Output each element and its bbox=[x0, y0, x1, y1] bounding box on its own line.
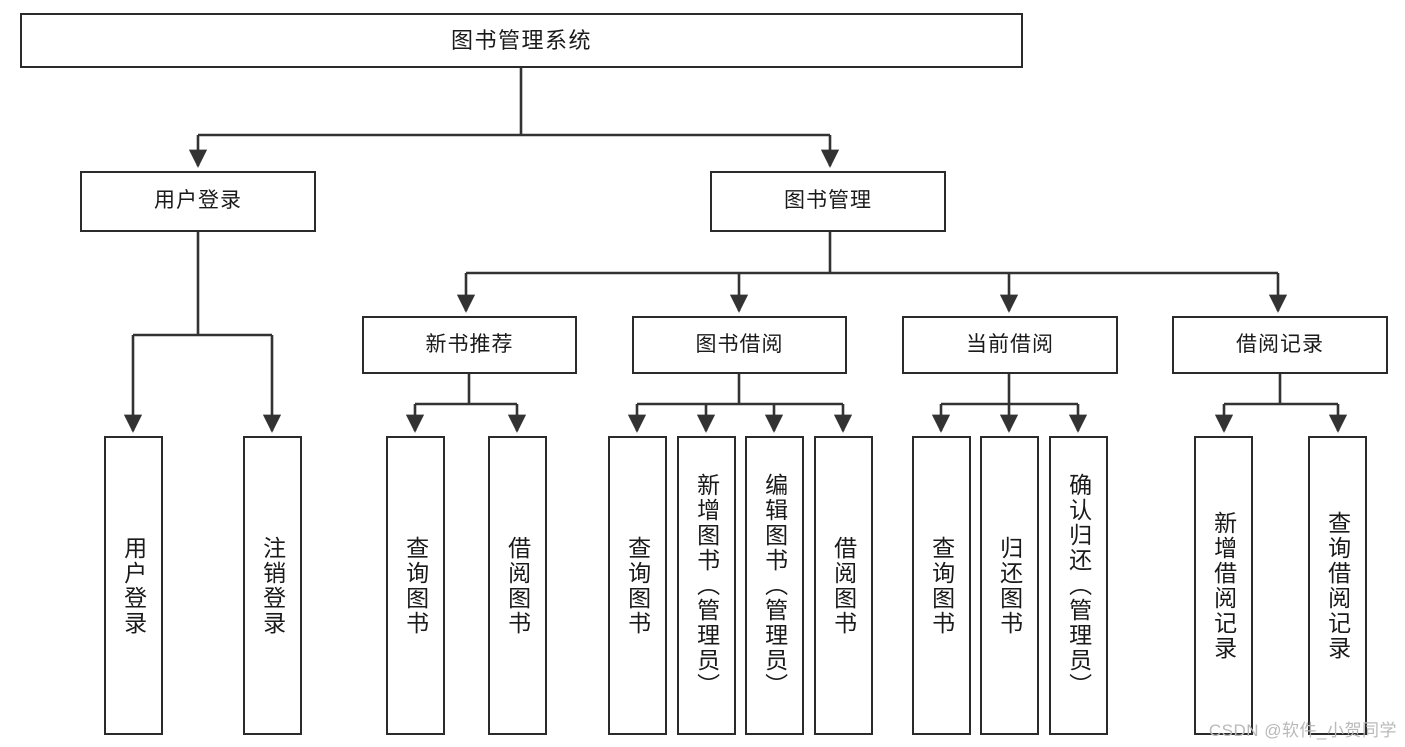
node-leaf-add-record-label: 新增借阅记录 bbox=[1210, 510, 1237, 661]
node-borrow-record[interactable]: 借阅记录 bbox=[1172, 316, 1388, 374]
node-root-label: 图书管理系统 bbox=[450, 27, 592, 53]
node-leaf-confirm-return[interactable]: 确认归还（管理员） bbox=[1049, 436, 1108, 735]
node-leaf-user-logout[interactable]: 注销登录 bbox=[243, 436, 302, 735]
node-leaf-return-book-label: 归还图书 bbox=[996, 535, 1023, 636]
node-leaf-confirm-return-label: 确认归还（管理员） bbox=[1065, 473, 1092, 698]
node-leaf-user-login[interactable]: 用户登录 bbox=[104, 436, 163, 735]
node-current-borrow[interactable]: 当前借阅 bbox=[902, 316, 1118, 374]
node-leaf-add-record[interactable]: 新增借阅记录 bbox=[1194, 436, 1253, 735]
watermark: CSDN @软件_小贺同学 bbox=[1208, 721, 1397, 740]
node-leaf-query-book-1[interactable]: 查询图书 bbox=[386, 436, 445, 735]
node-root[interactable]: 图书管理系统 bbox=[20, 13, 1023, 68]
node-leaf-edit-book-label: 编辑图书（管理员） bbox=[761, 473, 788, 698]
node-leaf-query-book-3[interactable]: 查询图书 bbox=[912, 436, 971, 735]
node-book-manage-label: 图书管理 bbox=[784, 189, 872, 213]
node-leaf-user-logout-label: 注销登录 bbox=[259, 535, 286, 636]
node-leaf-query-book-3-label: 查询图书 bbox=[928, 535, 955, 636]
node-new-book-rec-label: 新书推荐 bbox=[425, 332, 514, 356]
node-user-login[interactable]: 用户登录 bbox=[80, 171, 316, 232]
node-book-manage[interactable]: 图书管理 bbox=[710, 171, 946, 232]
node-book-borrow-label: 图书借阅 bbox=[695, 332, 784, 356]
node-borrow-record-label: 借阅记录 bbox=[1236, 332, 1324, 356]
node-leaf-borrow-book-1-label: 借阅图书 bbox=[504, 535, 531, 636]
node-book-borrow[interactable]: 图书借阅 bbox=[632, 316, 847, 374]
node-leaf-query-book-2-label: 查询图书 bbox=[624, 535, 651, 636]
node-leaf-add-book[interactable]: 新增图书（管理员） bbox=[677, 436, 736, 735]
node-leaf-add-book-label: 新增图书（管理员） bbox=[693, 473, 720, 698]
node-leaf-query-book-1-label: 查询图书 bbox=[402, 535, 429, 636]
node-new-book-rec[interactable]: 新书推荐 bbox=[362, 316, 577, 374]
node-user-login-label: 用户登录 bbox=[154, 189, 242, 213]
node-leaf-borrow-book-2[interactable]: 借阅图书 bbox=[814, 436, 873, 735]
node-leaf-query-record-label: 查询借阅记录 bbox=[1324, 510, 1351, 661]
node-leaf-return-book[interactable]: 归还图书 bbox=[980, 436, 1039, 735]
node-current-borrow-label: 当前借阅 bbox=[966, 332, 1054, 356]
node-leaf-borrow-book-2-label: 借阅图书 bbox=[830, 535, 857, 636]
node-leaf-borrow-book-1[interactable]: 借阅图书 bbox=[488, 436, 547, 735]
node-leaf-edit-book[interactable]: 编辑图书（管理员） bbox=[745, 436, 804, 735]
node-leaf-user-login-label: 用户登录 bbox=[120, 535, 147, 636]
node-leaf-query-book-2[interactable]: 查询图书 bbox=[608, 436, 667, 735]
node-leaf-query-record[interactable]: 查询借阅记录 bbox=[1308, 436, 1367, 735]
